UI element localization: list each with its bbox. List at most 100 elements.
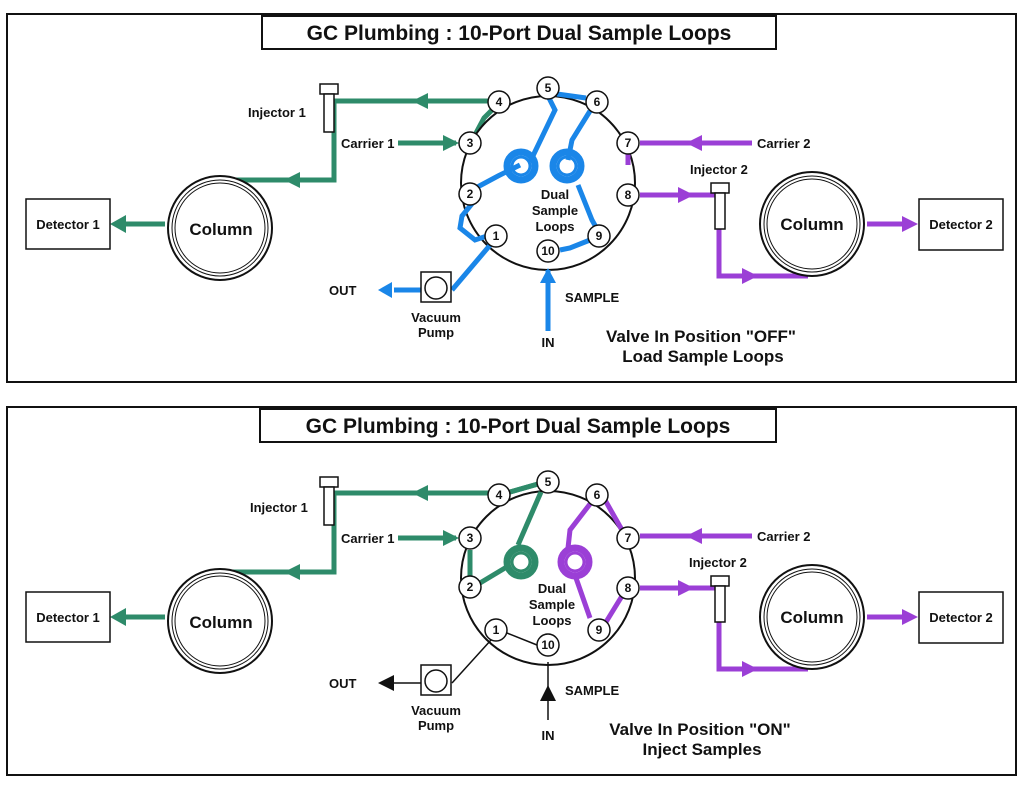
column-2-label: Column [780, 215, 843, 234]
valve-ports: 1 2 3 4 5 6 7 8 9 10 [458, 470, 640, 657]
carrier-1-label: Carrier 1 [341, 531, 394, 546]
loops-label: Loops [533, 613, 572, 628]
injector-1-label: Injector 1 [250, 500, 308, 515]
loops-label: Loops [536, 219, 575, 234]
column-2-label: Column [780, 608, 843, 627]
pump-label: Pump [418, 718, 454, 733]
injector-2 [710, 182, 730, 230]
loops-label: Dual [538, 581, 566, 596]
port-6 [585, 90, 609, 114]
position-caption: Valve In Position "OFF" [606, 327, 796, 346]
port-label: 10 [541, 244, 555, 258]
loops-label: Dual [541, 187, 569, 202]
vacuum-pump [420, 271, 452, 303]
port-label: 1 [493, 623, 500, 637]
injector-2-label: Injector 2 [690, 162, 748, 177]
port-4 [487, 483, 511, 507]
injector-1-label: Injector 1 [248, 105, 306, 120]
title-box [261, 15, 777, 50]
loops-label: Sample [532, 203, 578, 218]
port-label: 3 [467, 136, 474, 150]
detector-1 [25, 591, 111, 643]
port-1 [484, 224, 508, 248]
loop-overlays [467, 481, 625, 624]
port-label: 2 [467, 580, 474, 594]
panel-on: GC Plumbing : 10-Port Dual Sample Loops [6, 406, 1017, 776]
injector-2 [710, 575, 730, 623]
port-3 [458, 526, 482, 550]
port-label: 5 [545, 475, 552, 489]
carrier2-flow-path [625, 135, 918, 284]
column-2 [759, 564, 865, 670]
mode-caption: Load Sample Loops [622, 347, 784, 366]
valve-ports: 1 2 3 4 5 6 7 8 9 10 [458, 76, 640, 263]
panel-frame [6, 406, 1017, 776]
detector-2-label: Detector 2 [929, 610, 993, 625]
column-2 [759, 171, 865, 277]
detector-2 [918, 198, 1004, 251]
carrier-2-label: Carrier 2 [757, 136, 810, 151]
detector-1-label: Detector 1 [36, 610, 100, 625]
vacuum-label: Vacuum [411, 310, 461, 325]
port-3 [458, 131, 482, 155]
port-label: 2 [467, 187, 474, 201]
panel-frame [6, 13, 1017, 383]
out-label: OUT [329, 283, 357, 298]
column-1-label: Column [189, 220, 252, 239]
port-label: 7 [625, 531, 632, 545]
port-label: 6 [594, 95, 601, 109]
port-2 [458, 575, 482, 599]
loops-label: Sample [529, 597, 575, 612]
vacuum-pump [420, 664, 452, 696]
port-label: 10 [541, 638, 555, 652]
port-label: 4 [496, 95, 503, 109]
port-2 [458, 182, 482, 206]
out-label: OUT [329, 676, 357, 691]
port-label: 9 [596, 229, 603, 243]
port-4 [487, 90, 511, 114]
carrier2-flow-path [640, 528, 918, 677]
port-7 [616, 526, 640, 550]
sample-label: SAMPLE [565, 683, 620, 698]
column-1 [167, 568, 273, 674]
port-9 [587, 224, 611, 248]
carrier-2-label: Carrier 2 [757, 529, 810, 544]
column-1-label: Column [189, 613, 252, 632]
port-8 [616, 183, 640, 207]
injector-1 [319, 83, 339, 133]
sample-flow-path [378, 91, 600, 331]
port-label: 9 [596, 623, 603, 637]
sample-flow-path [378, 632, 556, 720]
port-7 [616, 131, 640, 155]
panel-title: GC Plumbing : 10-Port Dual Sample Loops [307, 22, 732, 45]
port-9 [587, 618, 611, 642]
vacuum-label: Vacuum [411, 703, 461, 718]
pump-label: Pump [418, 325, 454, 340]
port-label: 8 [625, 188, 632, 202]
port-label: 7 [625, 136, 632, 150]
port-5 [536, 76, 560, 100]
title-box [259, 408, 777, 443]
carrier1-flow-path [110, 93, 494, 233]
port-label: 6 [594, 488, 601, 502]
port-10 [536, 633, 560, 657]
port-label: 8 [625, 581, 632, 595]
sample-label: SAMPLE [565, 290, 620, 305]
port-6 [585, 483, 609, 507]
port-1 [484, 618, 508, 642]
panel-title: GC Plumbing : 10-Port Dual Sample Loops [306, 415, 731, 438]
injector-1 [319, 476, 339, 526]
port-5 [536, 470, 560, 494]
port-8 [616, 576, 640, 600]
detector-1 [25, 198, 111, 250]
panel-off: GC Plumbing : 10-Port Dual Sample Loops [6, 13, 1017, 383]
position-caption: Valve In Position "ON" [609, 720, 790, 739]
detector-1-label: Detector 1 [36, 217, 100, 232]
column-1 [167, 175, 273, 281]
port-10 [536, 239, 560, 263]
in-label: IN [542, 335, 555, 350]
mode-caption: Inject Samples [642, 740, 761, 759]
port-label: 5 [545, 81, 552, 95]
